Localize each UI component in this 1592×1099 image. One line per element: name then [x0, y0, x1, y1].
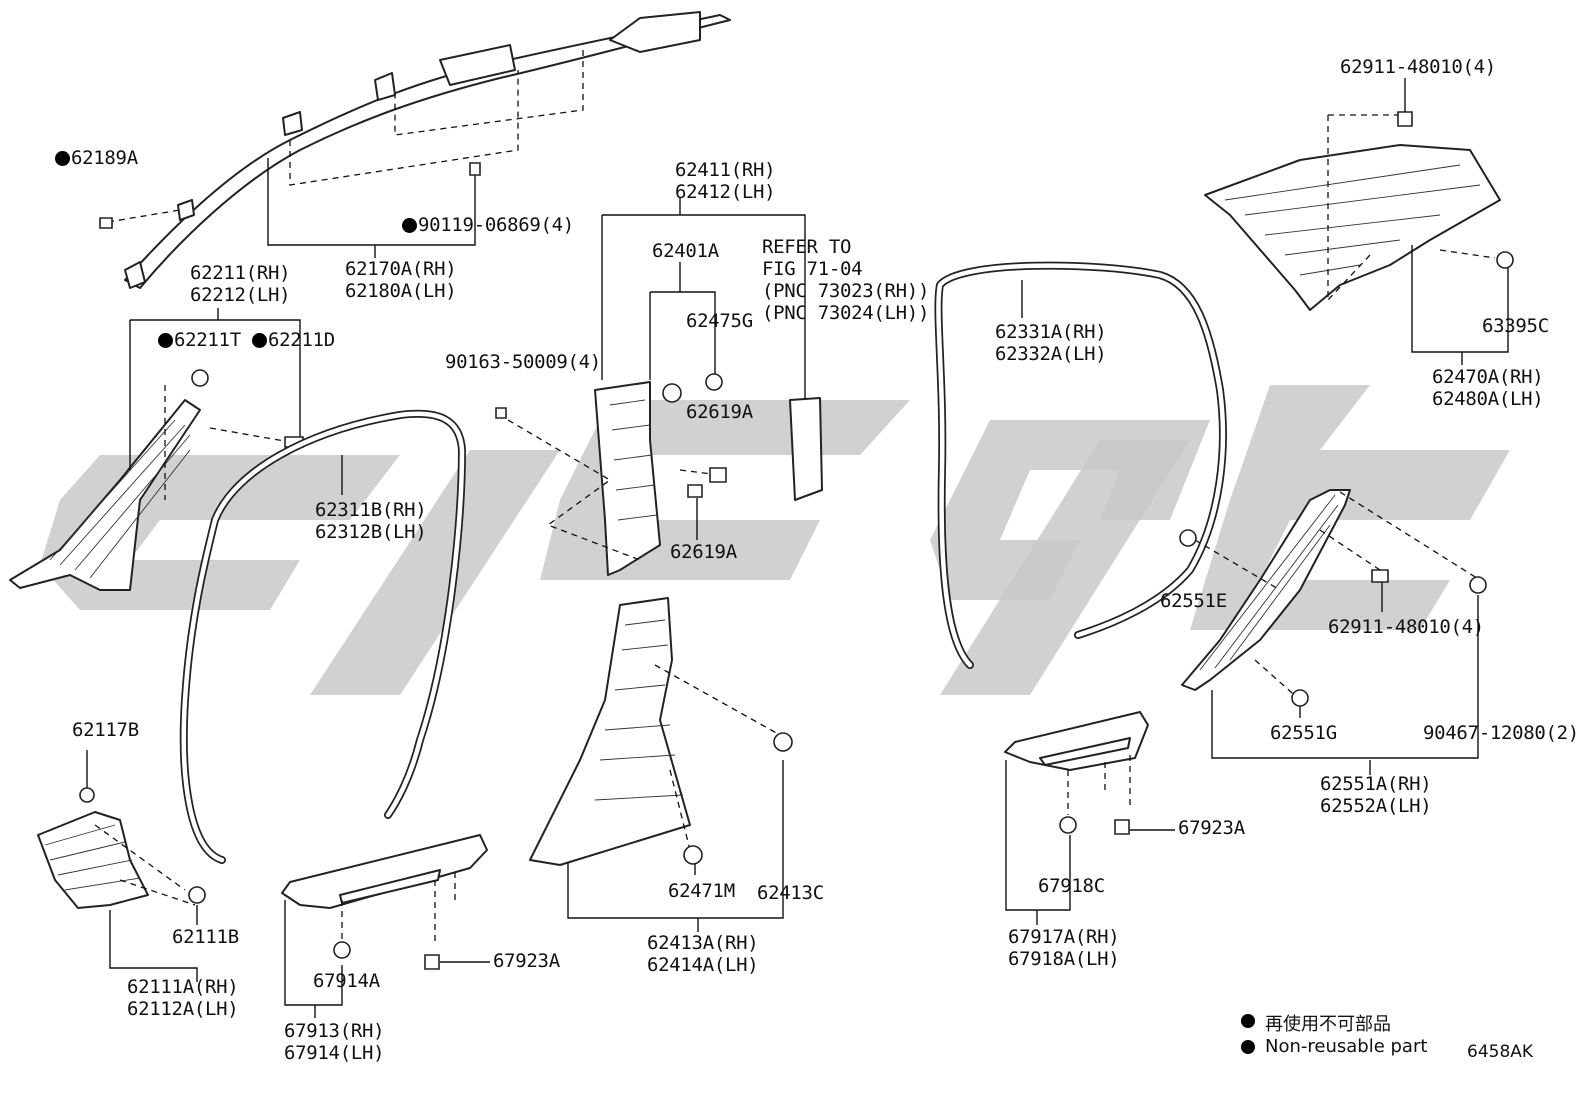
label-62332A: 62332A(LH) [995, 343, 1107, 365]
non-reusable-dot-icon [402, 218, 417, 233]
label-62480A: 62480A(LH) [1432, 388, 1544, 410]
center-pillar-lower-garnish [529, 597, 793, 932]
label-90119: 90119-06869(4) [402, 215, 574, 236]
label-62117B: 62117B [72, 719, 139, 741]
legend-en: Non-reusable part [1265, 1036, 1428, 1057]
non-reusable-dot-icon [158, 333, 173, 348]
part-number: 62211D [268, 329, 335, 351]
label-67923A-front: 67923A [493, 950, 560, 972]
label-62212: 62212(LH) [190, 284, 291, 306]
label-62112A: 62112A(LH) [127, 998, 239, 1020]
label-62551A: 62551A(RH) [1320, 773, 1432, 795]
non-reusable-dot-icon [252, 333, 267, 348]
label-67914: 67914(LH) [284, 1042, 385, 1064]
label-62111A: 62111A(RH) [127, 976, 239, 998]
label-62470A: 62470A(RH) [1432, 366, 1544, 388]
legend-dot-jp [1241, 1014, 1255, 1028]
rear-door-weatherstrip [934, 261, 1227, 669]
non-reusable-dot-icon [55, 151, 70, 166]
cowl-side-trim [37, 750, 206, 982]
label-67918C: 67918C [1038, 875, 1105, 897]
label-62475G: 62475G [686, 310, 753, 332]
label-62401A: 62401A [652, 240, 719, 262]
label-62331A: 62331A(RH) [995, 321, 1107, 343]
label-67913: 67913(RH) [284, 1020, 385, 1042]
label-62412: 62412(LH) [675, 181, 776, 203]
label-62471M: 62471M [668, 880, 735, 902]
label-62619A-upper: 62619A [686, 401, 753, 423]
label-62170A: 62170A(RH) [345, 258, 457, 280]
label-62619A-lower: 62619A [670, 541, 737, 563]
legend-jp: 再使用不可部品 [1265, 1014, 1391, 1035]
label-63395C: 63395C [1482, 315, 1549, 337]
part-number: 90119-06869(4) [418, 214, 574, 236]
legend-dot-en [1241, 1040, 1255, 1054]
label-refer-4: (PNC 73024(LH)) [762, 302, 930, 324]
center-pillar-upper-garnish [495, 198, 823, 576]
label-62911-mid: 62911-48010(4) [1328, 616, 1484, 638]
front-door-scuff-plate [281, 834, 490, 1018]
part-number: 62211T [174, 329, 241, 351]
label-67914A: 67914A [313, 970, 380, 992]
label-refer-1: REFER TO [762, 236, 852, 258]
label-62413A: 62413A(RH) [647, 932, 759, 954]
part-number: 62189A [71, 147, 138, 169]
front-pillar-garnish [9, 308, 304, 591]
label-62551G: 62551G [1270, 722, 1337, 744]
label-62551E: 62551E [1160, 590, 1227, 612]
label-62211D: 62211D [252, 330, 335, 351]
roof-side-inner-garnish [1204, 78, 1514, 365]
diagram-code: 6458AK [1467, 1042, 1534, 1062]
label-62911-top: 62911-48010(4) [1340, 56, 1496, 78]
front-door-weatherstrip [179, 409, 466, 864]
rear-door-scuff-plate [1004, 711, 1175, 925]
label-67918A: 67918A(LH) [1008, 948, 1120, 970]
label-62312B: 62312B(LH) [315, 521, 427, 543]
label-90467: 90467-12080(2) [1423, 722, 1579, 744]
label-62552A: 62552A(LH) [1320, 795, 1432, 817]
label-62111B: 62111B [172, 926, 239, 948]
label-90163: 90163-50009(4) [445, 351, 601, 373]
label-62413C: 62413C [757, 882, 824, 904]
label-62414A: 62414A(LH) [647, 954, 759, 976]
roof-side-rail-airbag [99, 11, 731, 289]
label-refer-2: FIG 71-04 [762, 258, 863, 280]
label-62211T: 62211T [158, 330, 241, 351]
label-67923A-rear: 67923A [1178, 817, 1245, 839]
rear-pillar-garnish [1179, 489, 1487, 775]
label-62311B: 62311B(RH) [315, 499, 427, 521]
label-62180A: 62180A(LH) [345, 280, 457, 302]
label-refer-3: (PNC 73023(RH)) [762, 280, 930, 302]
label-62411: 62411(RH) [675, 159, 776, 181]
label-62211: 62211(RH) [190, 262, 291, 284]
label-67917A: 67917A(RH) [1008, 926, 1120, 948]
label-62189A: 62189A [55, 148, 138, 169]
